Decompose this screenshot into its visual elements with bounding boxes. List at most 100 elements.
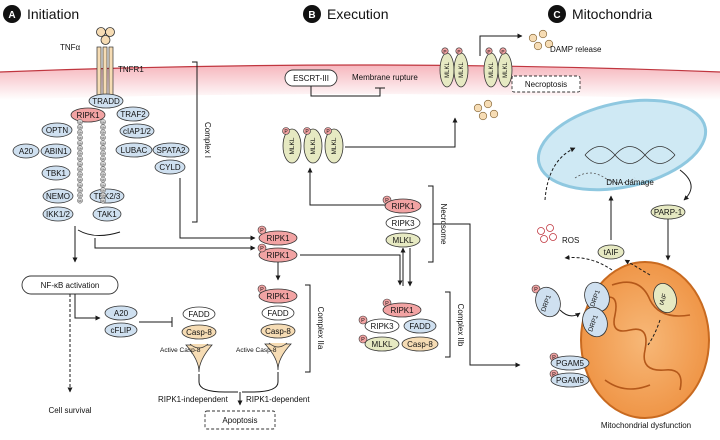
lubac-node	[115, 142, 153, 158]
ubiquitin-marker: Ub	[77, 161, 83, 167]
svg-text:Casp-8: Casp-8	[186, 328, 212, 337]
mlkl-subunit: MLKL	[324, 128, 344, 164]
arrow-necrosome-to-mito	[433, 223, 521, 368]
ubiquitin-marker: Ub	[77, 176, 83, 183]
path-ripk1-dependent	[242, 372, 279, 393]
svg-text:NEMO: NEMO	[46, 192, 70, 201]
complex-iib: RIPK1 RIPK3 FADD MLKL Casp-8	[364, 302, 439, 352]
ubiquitin-marker: Ub	[77, 119, 83, 125]
svg-text:Ub: Ub	[101, 120, 105, 124]
damp-particle	[473, 103, 483, 113]
svg-text:Ub: Ub	[101, 152, 105, 156]
svg-text:IKK1/2: IKK1/2	[46, 210, 71, 219]
ubiquitin-marker: Ub	[100, 187, 106, 194]
svg-text:P: P	[260, 246, 264, 252]
escrt-iii-box: ESCRT-III	[284, 69, 338, 87]
ubiquitin-marker: Ub	[100, 155, 106, 162]
ubiquitin-marker: Ub	[77, 197, 83, 204]
ubiquitin-marker: Ub	[100, 145, 106, 152]
svg-text:TBK2/3: TBK2/3	[94, 192, 121, 201]
ubiquitin-marker: Ub	[100, 171, 106, 178]
arrow-ros-to-dna	[544, 147, 576, 201]
ripk1-node-complex1	[70, 107, 106, 123]
ubiquitin-marker: Ub	[100, 119, 106, 125]
svg-text:Ub: Ub	[101, 189, 105, 193]
damp-particle	[483, 99, 493, 109]
svg-text:FADD: FADD	[409, 322, 431, 331]
svg-text:Ub: Ub	[101, 194, 105, 198]
svg-text:P: P	[552, 372, 556, 378]
svg-text:Ub: Ub	[78, 141, 82, 145]
svg-text:MLKL: MLKL	[289, 137, 296, 154]
svg-text:Ub: Ub	[78, 147, 82, 151]
svg-text:RIPK1: RIPK1	[266, 251, 290, 260]
curve-under-complex1	[77, 229, 121, 236]
inhibit-escrt-rupture	[310, 86, 381, 97]
damp-particles	[473, 29, 554, 121]
svg-text:TNFR1: TNFR1	[118, 65, 144, 74]
svg-text:Ub: Ub	[101, 147, 105, 151]
svg-text:NF-κB activation: NF-κB activation	[41, 281, 100, 290]
svg-text:DNA damage: DNA damage	[606, 178, 654, 187]
phospho-marker: P	[282, 127, 290, 135]
ros-particles: ROS	[537, 224, 579, 245]
taif-inner-path	[647, 319, 661, 346]
phospho-marker: P	[257, 225, 267, 235]
svg-text:Ub: Ub	[101, 168, 105, 172]
svg-text:Ub: Ub	[78, 189, 82, 193]
arrow-mito-to-ros	[564, 254, 613, 271]
svg-text:MLKL: MLKL	[393, 236, 414, 245]
svg-text:Ub: Ub	[78, 136, 82, 140]
arrow-cyld-to-ripk1	[179, 178, 256, 241]
mlkl-pore-subunit: MLKL	[497, 52, 513, 88]
svg-text:Ub: Ub	[78, 120, 82, 124]
svg-text:PGAM5: PGAM5	[556, 359, 585, 368]
svg-text:Ub: Ub	[101, 162, 105, 166]
ubiquitin-marker: Ub	[100, 192, 106, 199]
ubiquitin-marker: Ub	[77, 187, 83, 194]
necroptosis-box: Necroptosis	[511, 75, 581, 93]
mlkl-subunit: MLKL	[282, 128, 302, 164]
arrow-to-complex2b	[300, 254, 403, 286]
phospho-marker: P	[485, 47, 493, 55]
tbk1-node	[41, 165, 71, 181]
fadd-casp8-left: FADD Casp-8 Active Casp-8	[160, 306, 217, 373]
svg-text:cFLIP: cFLIP	[111, 326, 132, 335]
svg-text:Ub: Ub	[101, 126, 105, 130]
svg-text:Ub: Ub	[78, 157, 82, 161]
svg-text:RIPK1: RIPK1	[266, 234, 290, 243]
svg-text:Ub: Ub	[101, 131, 105, 135]
svg-text:MLKL: MLKL	[372, 340, 393, 349]
svg-text:MLKL: MLKL	[503, 62, 509, 78]
ubiquitin-marker: Ub	[77, 166, 83, 173]
svg-text:RIPK1: RIPK1	[391, 202, 415, 211]
svg-text:MLKL: MLKL	[445, 62, 451, 78]
svg-text:Apoptosis: Apoptosis	[222, 416, 257, 425]
svg-text:P: P	[361, 318, 365, 324]
ubiquitin-marker: Ub	[100, 129, 106, 136]
mlkl-pore-subunit: MLKL	[453, 52, 469, 88]
phospho-marker: P	[324, 127, 332, 135]
ubiquitin-marker: Ub	[100, 176, 106, 183]
svg-text:P: P	[552, 355, 556, 361]
ubiquitin-marker: Ub	[77, 140, 83, 146]
svg-text:A: A	[8, 10, 15, 21]
nucleus: DNA damage	[536, 98, 708, 192]
arrow-complex1-to-ripk1	[94, 238, 256, 251]
spata2-node	[152, 142, 190, 158]
svg-text:P: P	[385, 198, 389, 204]
svg-text:P: P	[487, 49, 490, 55]
cyld-node	[154, 159, 186, 175]
traf2-node	[116, 106, 150, 122]
a20-node	[12, 143, 40, 159]
svg-text:TAK1: TAK1	[97, 210, 117, 219]
svg-text:P: P	[361, 337, 365, 343]
complex-iia-bracket: Complex IIa	[305, 284, 325, 373]
phospho-marker: P	[303, 127, 311, 135]
phospho-marker: P	[257, 243, 267, 253]
ubiquitin-marker: Ub	[100, 140, 106, 146]
svg-text:Ub: Ub	[78, 162, 82, 166]
ubiquitin-marker: Ub	[100, 134, 106, 141]
svg-text:Casp-8: Casp-8	[265, 327, 291, 336]
ubiquitin-marker: Ub	[77, 134, 83, 141]
